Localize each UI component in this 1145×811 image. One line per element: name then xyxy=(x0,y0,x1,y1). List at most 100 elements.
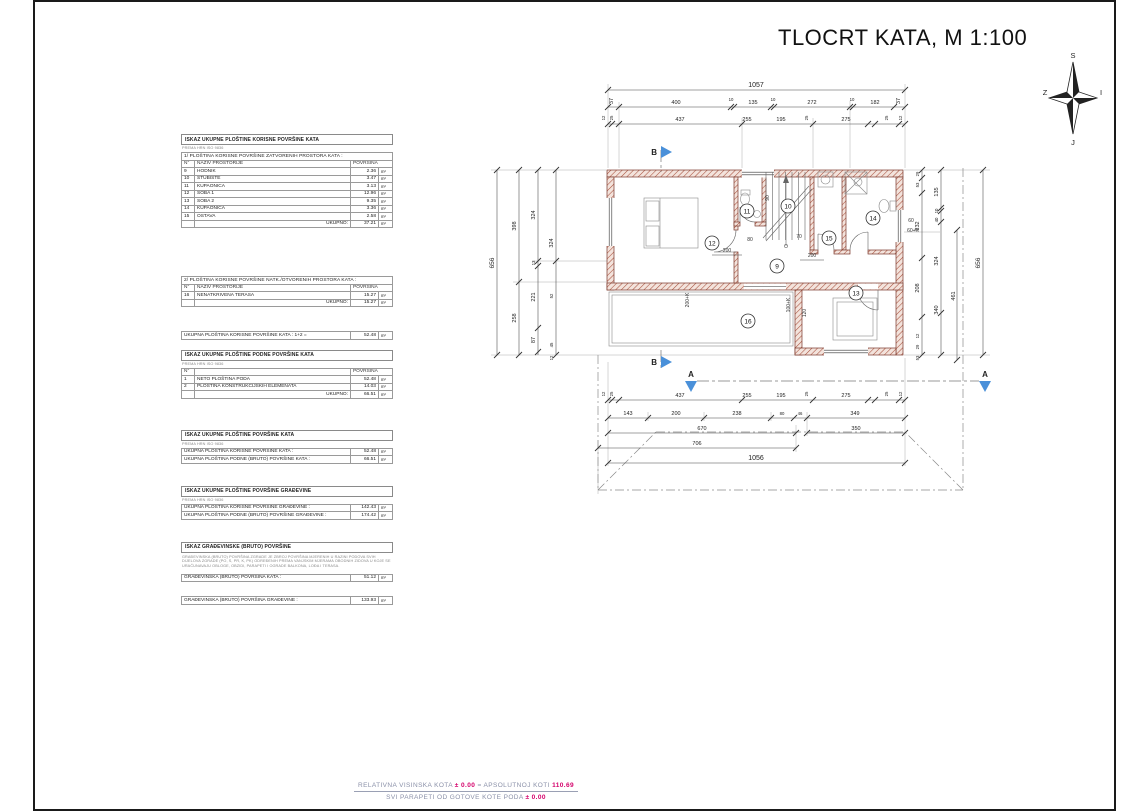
cell-unit: m² xyxy=(378,204,393,213)
dim-label: 437 xyxy=(675,393,684,399)
dim-label: 25 xyxy=(884,391,889,396)
dim-label: 40 xyxy=(934,217,939,222)
cell-name: SOBA 2 xyxy=(194,197,351,206)
block4-header: ISKAZ UKUPNE PLOŠTINE POVRŠINE GRAĐEVINE xyxy=(181,485,393,497)
sheet-frame xyxy=(33,0,1116,811)
cell-area: 52.48 xyxy=(349,375,379,384)
section-a-arrow xyxy=(979,381,991,392)
dim-label: 37 xyxy=(609,98,615,104)
dim-label: 238 xyxy=(732,411,741,417)
dim-label: 195 xyxy=(776,393,785,399)
table-header-row: N° NAZIV PROSTORIJE POVRŠINA xyxy=(181,159,393,168)
col-no: N° xyxy=(181,159,195,168)
dim-label: 324 xyxy=(531,210,537,219)
dim-label: 37 xyxy=(896,98,902,104)
cell-unit: m² xyxy=(377,375,394,384)
compass-west: Z xyxy=(1043,88,1048,97)
table-title: 2/ PLOŠTINA KORISNE POVRŠINE NATK./OTVOR… xyxy=(181,276,393,285)
dim-label: 200 xyxy=(808,253,817,259)
sink-2 xyxy=(753,210,761,218)
cell-name: PLOŠTINA KONSTRUKCIJSKIH ELEMENATA xyxy=(194,382,351,391)
cell-area: 15.27 xyxy=(350,291,379,300)
table-title-row: 2/ PLOŠTINA KORISNE POVRŠINE NATK./OTVOR… xyxy=(181,276,393,285)
dim-label: 90 xyxy=(765,195,771,201)
dim-label: 29 xyxy=(915,171,920,176)
dim-label: 12 xyxy=(898,391,903,396)
dimensions-bottom: 12 25 437 255 195 25 275 25 12 143 200 2… xyxy=(601,391,903,462)
room-number: 14 xyxy=(869,215,877,222)
extension-lines xyxy=(491,84,990,494)
dim-label: 25 xyxy=(804,391,809,396)
cell-unit: m² xyxy=(378,182,393,191)
room-number-circle xyxy=(780,198,796,214)
cell-no: 15 xyxy=(181,212,195,221)
room-number-circle xyxy=(740,313,756,329)
cell-area: 3.36 xyxy=(350,204,379,213)
sum-label: UKUPNA PLOŠTINA KORISNE POVRŠINE KATA : … xyxy=(181,331,351,340)
dim-label: 135 xyxy=(748,100,757,106)
block3-header: ISKAZ UKUPNE PLOŠTINE POVRŠINE KATA xyxy=(181,429,393,441)
table-row: UKUPNA PLOŠTINA KORISNE POVRŠINE KATA :5… xyxy=(181,447,393,456)
section-label: B xyxy=(651,148,657,157)
compass-star-fill xyxy=(1049,62,1097,134)
dim-label: 25 xyxy=(609,115,614,120)
dimension-lines xyxy=(496,89,984,464)
table-row: UKUPNA PLOŠTINA KORISNE POVRŠINE GRAĐEVI… xyxy=(181,503,393,512)
toilet xyxy=(878,199,890,213)
compass-south: J xyxy=(1071,138,1075,147)
cell-area: 14.03 xyxy=(349,382,379,391)
summary-label: UKUPNA PLOŠTINA PODNE (BRUTO) POVRŠINE K… xyxy=(181,455,351,464)
dim-label: 275 xyxy=(841,117,850,123)
dim-label: 46 xyxy=(798,411,803,416)
dim-label: 437 xyxy=(675,117,684,123)
dim-label: 12 xyxy=(601,391,606,396)
dim-label: 13 xyxy=(531,260,536,265)
cell-name: NETO PLOŠTINA PODA xyxy=(194,375,351,384)
room-number: 13 xyxy=(852,290,860,297)
dim-label: 1057 xyxy=(748,82,764,89)
dim-label: 272 xyxy=(807,100,816,106)
cell-unit: m² xyxy=(377,390,394,399)
col-no: N° xyxy=(181,367,195,376)
summary-value: 66.51 xyxy=(350,455,379,464)
stair-direction-arrow xyxy=(783,175,789,183)
cell-unit: m² xyxy=(378,455,393,464)
dim-label: 221 xyxy=(531,292,537,301)
cell-no: 14 xyxy=(181,204,195,213)
dim-label: 1056 xyxy=(748,455,764,462)
cell-unit: m² xyxy=(378,596,393,605)
bed xyxy=(643,197,699,249)
parapet-note: SVI PARAPETI OD GOTOVE KOTE PODA ± 0.00 xyxy=(348,794,584,801)
total-value: 37.21 xyxy=(350,219,379,228)
total-label: UKUPNO: xyxy=(194,219,351,228)
total-label: UKUPNO: xyxy=(194,298,351,307)
cell-name: OSTAVA xyxy=(194,212,351,221)
room-number-circle xyxy=(739,203,755,219)
drawing-title: TLOCRT KATA, M 1:100 xyxy=(778,25,1028,50)
total-value: 66.51 xyxy=(349,390,379,399)
dimensions-top: 1057 37 400 10 135 10 272 10 182 37 12 2… xyxy=(601,82,903,123)
cell-area: 9.35 xyxy=(350,197,379,206)
section-b-arrow xyxy=(661,146,672,158)
sum-value: 52.48 xyxy=(350,331,379,340)
abs-value: 110.69 xyxy=(552,782,574,789)
dim-label: 52 xyxy=(549,293,554,298)
summary-value: 142.43 xyxy=(350,503,379,512)
dim-label: 10 xyxy=(729,97,734,102)
summary-value: 52.48 xyxy=(350,447,379,456)
cell-unit: m² xyxy=(378,298,393,307)
dimensions-right: 29 53 232 208 12 29 53 135 10 40 324 340… xyxy=(907,171,982,360)
summary-value: 51.12 xyxy=(350,573,379,583)
dim-label: 398 xyxy=(512,221,518,230)
dim-label: 350 xyxy=(851,426,860,432)
dim-label: 400 xyxy=(671,100,680,106)
